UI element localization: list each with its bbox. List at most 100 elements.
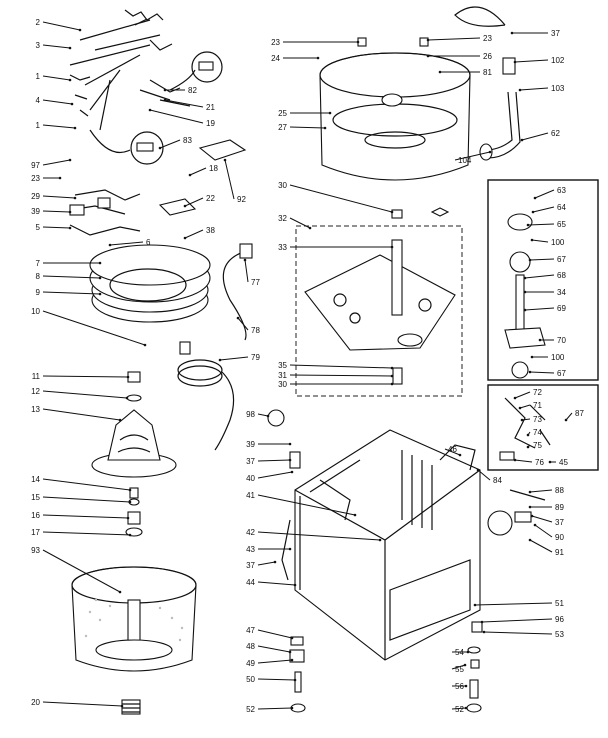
part-label-56: 56 <box>455 682 464 691</box>
part-label-49: 49 <box>246 659 255 668</box>
part-label-72: 72 <box>533 388 542 397</box>
leader-end-dot <box>518 406 522 410</box>
part-label-14: 14 <box>31 475 40 484</box>
leader-end-dot <box>523 290 527 294</box>
wash-basket <box>71 566 197 672</box>
switch-77 <box>239 243 253 259</box>
seal-30 <box>391 209 403 219</box>
leader-end-dot <box>520 418 524 422</box>
leader-line-51 <box>474 602 553 606</box>
leader-end-dot <box>463 663 467 667</box>
part-label-33: 33 <box>278 243 287 252</box>
leader-end-dot <box>288 547 292 551</box>
part-label-64: 64 <box>557 203 566 212</box>
leader-end-dot <box>163 88 167 92</box>
part-label-17: 17 <box>31 528 40 537</box>
part-label-67: 67 <box>557 369 566 378</box>
part-label-52: 52 <box>246 705 255 714</box>
leader-end-dot <box>125 396 129 400</box>
leader-end-dot <box>390 382 394 386</box>
leader-line-17 <box>42 531 131 536</box>
leader-line-98 <box>257 413 269 417</box>
leader-line-71 <box>519 404 531 409</box>
leader-end-dot <box>438 70 442 74</box>
leader-line-10 <box>42 310 146 346</box>
leader-end-dot <box>390 210 394 214</box>
leader-end-dot <box>458 453 462 457</box>
leader-end-dot <box>426 54 430 58</box>
part-label-19: 19 <box>206 119 215 128</box>
part-label-37: 37 <box>246 561 255 570</box>
leader-line-31 <box>289 374 393 377</box>
leader-end-dot <box>120 704 124 708</box>
part-label-30: 30 <box>278 380 287 389</box>
part-label-84: 84 <box>493 476 502 485</box>
leader-end-dot <box>70 102 74 106</box>
part-label-30: 30 <box>278 181 287 190</box>
spring-20 <box>121 699 141 715</box>
leader-line-93 <box>42 549 121 593</box>
leader-end-dot <box>533 196 537 200</box>
part-label-7: 7 <box>36 259 41 268</box>
leader-line-37 <box>531 515 553 523</box>
part-label-8: 8 <box>36 272 41 281</box>
leader-end-dot <box>390 366 394 370</box>
motor-parts <box>267 409 546 536</box>
leader-line-32 <box>289 217 311 229</box>
leader-line-15 <box>42 496 131 503</box>
part-label-29: 29 <box>31 192 40 201</box>
leader-end-dot <box>528 370 532 374</box>
part-label-50: 50 <box>246 675 255 684</box>
part-label-87: 87 <box>575 409 584 418</box>
leader-line-41 <box>257 494 356 516</box>
leader-end-dot <box>526 223 530 227</box>
part-label-96: 96 <box>555 615 564 624</box>
bracket-92 <box>198 139 247 161</box>
part-label-42: 42 <box>246 528 255 537</box>
leader-end-dot <box>108 243 112 247</box>
leader-line-65 <box>527 223 555 226</box>
panel-43 <box>281 519 291 581</box>
leader-line-73 <box>521 418 531 421</box>
leader-end-dot <box>148 108 152 112</box>
part-label-10: 10 <box>31 307 40 316</box>
leader-line-37 <box>257 561 276 566</box>
leader-end-dot <box>68 158 72 162</box>
part-label-69: 69 <box>557 304 566 313</box>
leader-end-dot <box>476 468 480 472</box>
part-label-3: 3 <box>36 41 41 50</box>
leader-end-dot <box>188 173 192 177</box>
leader-line-96 <box>481 618 553 623</box>
leader-line-35 <box>289 364 393 369</box>
leader-end-dot <box>288 458 292 462</box>
leader-line-11 <box>42 375 129 378</box>
leader-end-dot <box>288 650 292 654</box>
part-label-79: 79 <box>251 353 260 362</box>
leader-line-14 <box>42 478 131 491</box>
part-label-92: 92 <box>237 195 246 204</box>
part-label-93: 93 <box>31 546 40 555</box>
leader-line-52 <box>257 707 293 710</box>
part-label-5: 5 <box>36 223 41 232</box>
leader-line-103 <box>519 87 549 91</box>
part-label-43: 43 <box>246 545 255 554</box>
leader-line-76 <box>514 459 533 463</box>
leader-line-47 <box>257 629 293 639</box>
leader-end-dot <box>513 60 517 64</box>
power-cord <box>177 341 235 451</box>
leader-line-39 <box>42 210 71 213</box>
leader-end-dot <box>513 396 517 400</box>
part-label-23: 23 <box>483 34 492 43</box>
leader-end-dot <box>488 150 492 154</box>
part-label-32: 32 <box>278 214 287 223</box>
part-label-71: 71 <box>533 401 542 410</box>
leader-line-67 <box>529 258 555 261</box>
leader-end-dot <box>290 470 294 474</box>
part-label-26: 26 <box>483 52 492 61</box>
part-label-82: 82 <box>188 86 197 95</box>
part-label-2: 2 <box>36 18 41 27</box>
part-label-18: 18 <box>209 164 218 173</box>
leader-end-dot <box>316 56 320 60</box>
gearcase-box <box>295 225 463 397</box>
